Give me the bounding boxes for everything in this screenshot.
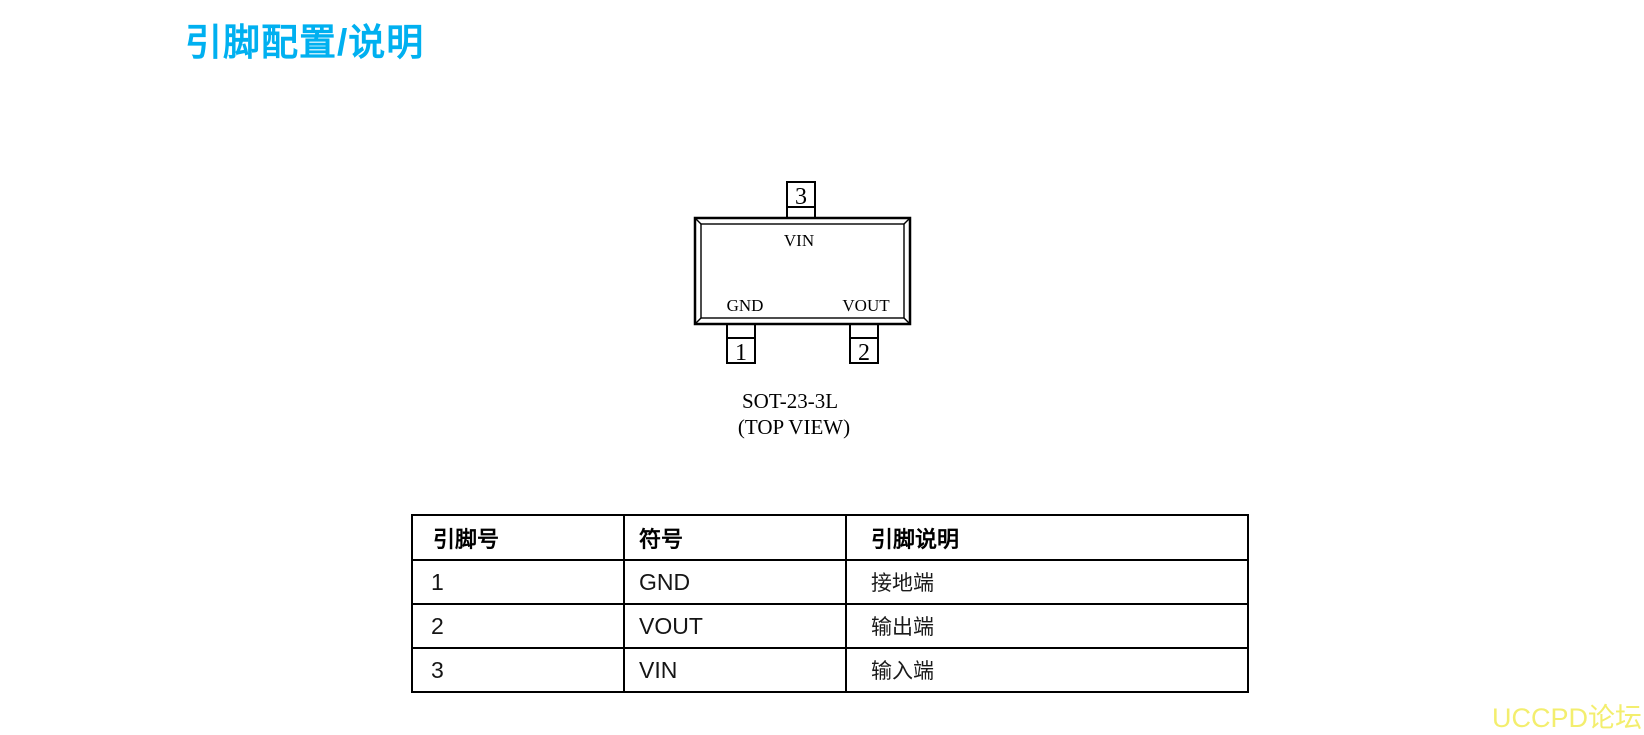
col-header-symbol: 符号 [623, 514, 847, 561]
pin2-number-box [849, 337, 879, 364]
vin-label: VIN [784, 231, 814, 250]
symbol-cell: VOUT [623, 603, 847, 649]
pin2-stem [849, 323, 879, 339]
symbol-cell: GND [623, 559, 847, 605]
pin1-stem [726, 323, 756, 339]
pin2-number: 2 [858, 340, 870, 366]
view-label: (TOP VIEW) [738, 415, 850, 439]
description-cell: 输入端 [845, 647, 1249, 693]
frame-corner-tr [903, 217, 911, 225]
frame-corner-bl [694, 317, 702, 325]
table-header-row: 引脚号 符号 引脚说明 [411, 514, 1249, 561]
frame-corner-br [903, 317, 911, 325]
pin-number-cell: 3 [411, 647, 625, 693]
table-row: 3 VIN 输入端 [411, 647, 1249, 693]
package-name-label: SOT-23-3L [742, 389, 838, 413]
gnd-label: GND [727, 296, 764, 315]
table-row: 1 GND 接地端 [411, 559, 1249, 605]
col-header-pin-number: 引脚号 [411, 514, 625, 561]
page-title: 引脚配置/说明 [185, 22, 425, 63]
pin-description-table: 引脚号 符号 引脚说明 1 GND 接地端 2 VOUT 输出端 3 VIN 输… [411, 514, 1249, 693]
package-diagram: 3 1 2 VIN GND VOUT SOT-23-3L (TOP VIEW) [693, 181, 912, 439]
pin1-number-box [726, 337, 756, 364]
pin-number-cell: 2 [411, 603, 625, 649]
watermark: UCCPD论坛 [1491, 703, 1642, 733]
pin1-number: 1 [735, 340, 747, 366]
package-body-inner [700, 223, 905, 319]
frame-corner-tl [694, 217, 702, 225]
package-body-outer [693, 216, 912, 326]
description-cell: 输出端 [845, 603, 1249, 649]
description-cell: 接地端 [845, 559, 1249, 605]
symbol-cell: VIN [623, 647, 847, 693]
pin-number-cell: 1 [411, 559, 625, 605]
vout-label: VOUT [842, 296, 890, 315]
pin3-number: 3 [795, 184, 807, 210]
table-row: 2 VOUT 输出端 [411, 603, 1249, 649]
col-header-description: 引脚说明 [845, 514, 1249, 561]
